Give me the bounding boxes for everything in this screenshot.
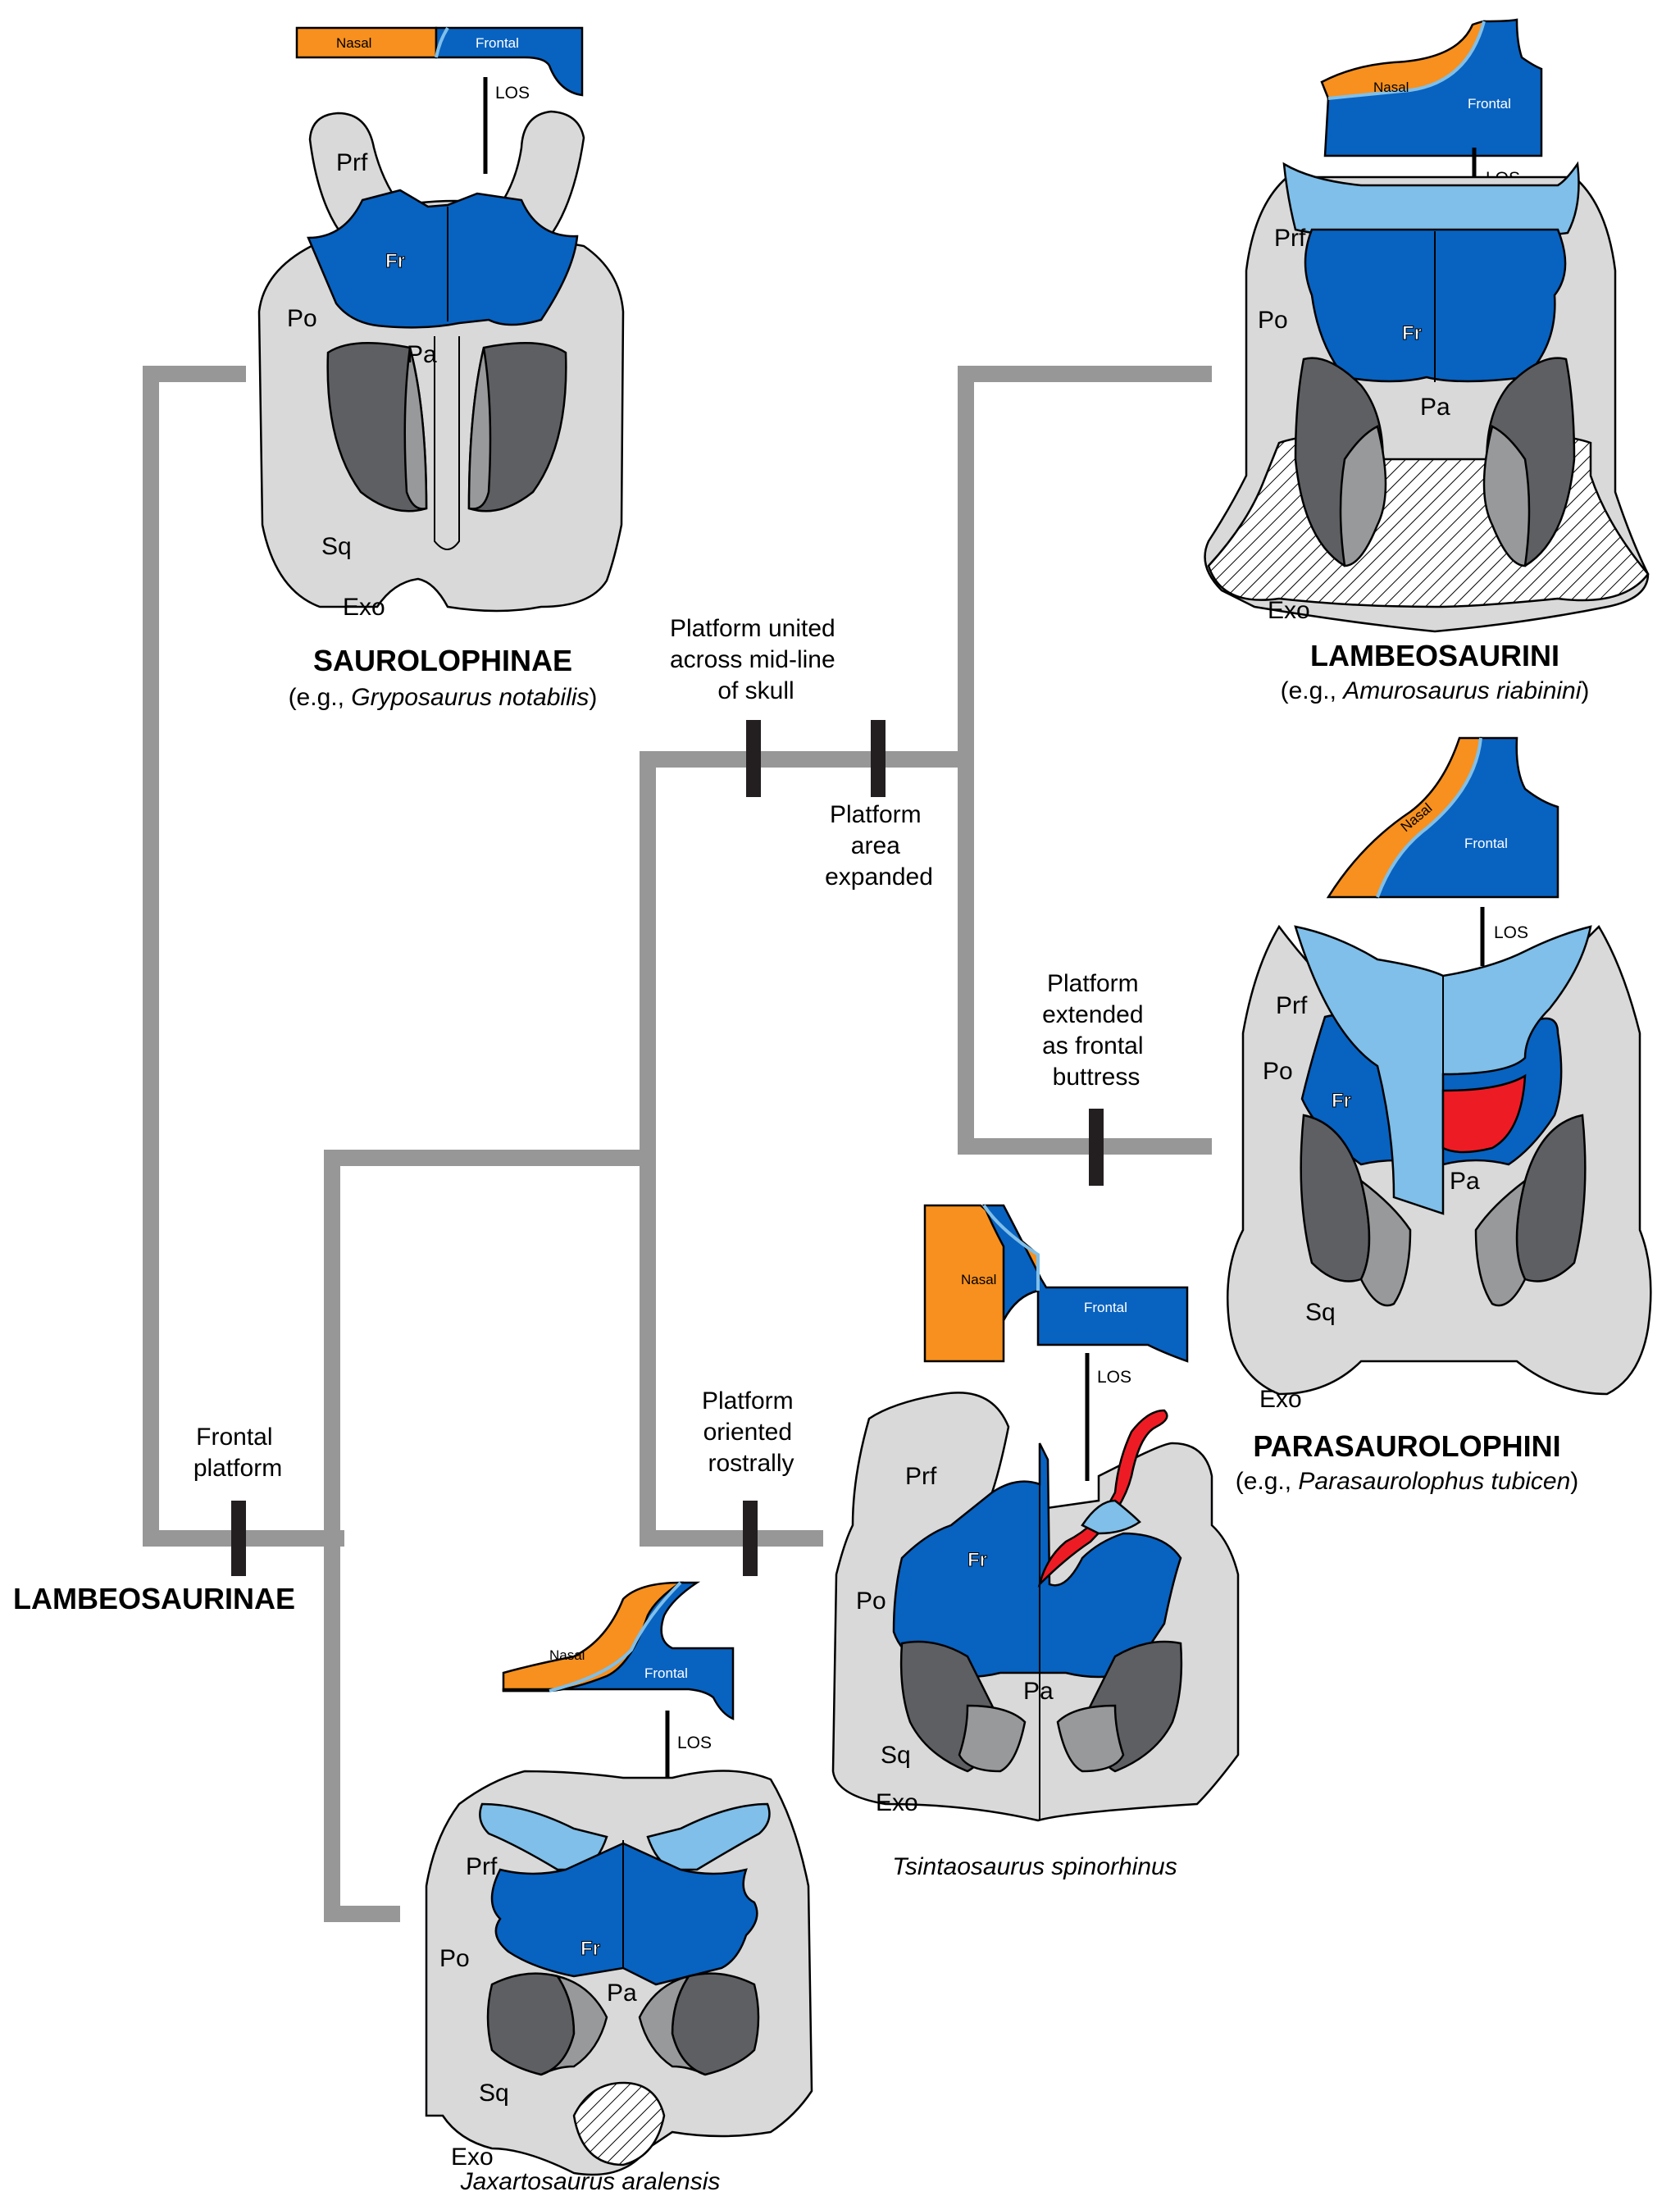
svg-text:Prf: Prf	[466, 1853, 498, 1880]
svg-text:Exo: Exo	[343, 594, 385, 621]
united-midline-label: Platform united across mid-line of skull	[670, 615, 842, 704]
svg-text:Exo: Exo	[451, 2144, 494, 2171]
svg-text:Sq: Sq	[881, 1742, 911, 1769]
svg-text:Nasal: Nasal	[1373, 80, 1409, 95]
svg-text:Pa: Pa	[1023, 1678, 1054, 1705]
svg-text:Po: Po	[439, 1945, 470, 1972]
svg-text:Pa: Pa	[1420, 394, 1450, 421]
gryposaurus-example: (e.g., Gryposaurus notabilis)	[289, 684, 598, 711]
svg-text:LOS: LOS	[495, 84, 530, 103]
cladogram	[143, 366, 1212, 1922]
jaxartosaurus-example: Jaxartosaurus aralensis	[460, 2168, 721, 2195]
svg-text:Fr: Fr	[1402, 322, 1422, 344]
branch-parasaurolophini	[958, 759, 1212, 1155]
branch-crown-stem	[640, 751, 966, 1158]
svg-text:Pa: Pa	[1450, 1168, 1480, 1195]
gryposaurus-suture-profile: Nasal Frontal LOS	[295, 26, 584, 174]
jaxartosaurus-suture-profile: Nasal Frontal LOS	[502, 1581, 735, 1779]
svg-text:Frontal: Frontal	[1468, 96, 1511, 112]
svg-text:Nasal: Nasal	[336, 35, 371, 51]
character-labels: Frontal platform Platform oriented rostr…	[193, 615, 1150, 1482]
tsintaosaurus-skull: Fr Prf Po Pa Sq Exo	[831, 1392, 1240, 1822]
amurosaurus-skull: Fr Prf Po Pa Exo	[1204, 161, 1650, 633]
svg-text:Sq: Sq	[321, 533, 352, 560]
tsintaosaurus-example: Tsintaosaurus spinorhinus	[892, 1853, 1177, 1880]
frontal-platform-label: Frontal platform	[193, 1424, 282, 1482]
lambeosaurinae-label: LAMBEOSAURINAE	[13, 1582, 295, 1615]
parasaurolophus-suture-profile: Nasal Frontal LOS	[1326, 736, 1559, 966]
svg-text:Exo: Exo	[1268, 597, 1310, 624]
gryposaurus-skull: Fr Po Prf Pa Sq Exo	[257, 110, 625, 621]
tsintaosaurus-suture-profile: Nasal Frontal LOS	[923, 1204, 1189, 1481]
parasaurolophini-label: PARASAUROLOPHINI	[1253, 1429, 1560, 1463]
svg-text:LOS: LOS	[677, 1734, 712, 1752]
svg-text:Fr: Fr	[385, 250, 405, 272]
tick-area-expanded	[871, 720, 886, 797]
parasaurolophus-skull: Fr Prf Po Pa Sq Exo	[1227, 924, 1652, 1413]
svg-text:Prf: Prf	[336, 149, 368, 176]
svg-text:Fr: Fr	[967, 1549, 987, 1571]
svg-text:LOS: LOS	[1494, 923, 1528, 942]
svg-text:Po: Po	[1258, 307, 1288, 334]
svg-text:Frontal: Frontal	[1464, 836, 1508, 851]
tsintaosaurus-skull-group: Nasal Frontal LOS Fr Prf Po Pa Sq Exo Ts…	[831, 1204, 1240, 1880]
svg-text:Exo: Exo	[876, 1789, 918, 1816]
branch-lambeosaurini	[958, 366, 1212, 759]
svg-text:Frontal: Frontal	[644, 1665, 688, 1681]
svg-text:LOS: LOS	[1097, 1368, 1131, 1387]
svg-text:Nasal: Nasal	[961, 1272, 996, 1287]
branch-lambeosaurinae-stem	[324, 1150, 648, 1538]
svg-text:Po: Po	[287, 305, 317, 332]
tick-frontal-platform	[231, 1501, 246, 1576]
svg-text:Nasal: Nasal	[549, 1647, 585, 1663]
lambeosaurini-label: LAMBEOSAURINI	[1310, 639, 1559, 672]
character-ticks	[231, 720, 1104, 1576]
svg-text:Po: Po	[856, 1588, 886, 1615]
svg-text:Prf: Prf	[905, 1463, 937, 1490]
svg-text:Pa: Pa	[407, 341, 437, 368]
svg-text:Prf: Prf	[1274, 225, 1306, 252]
amurosaurus-example: (e.g., Amurosaurus riabinini)	[1281, 677, 1590, 704]
svg-text:Sq: Sq	[479, 2080, 509, 2107]
amurosaurus-skull-group: Nasal Frontal LOS Fr Prf Po Pa Exo LAMBE…	[1204, 18, 1650, 704]
parasaurolophus-example: (e.g., Parasaurolophus tubicen)	[1236, 1468, 1579, 1495]
svg-text:Exo: Exo	[1259, 1386, 1302, 1413]
branch-saurolophinae	[143, 366, 344, 1547]
svg-text:Prf: Prf	[1276, 992, 1308, 1019]
svg-text:Pa: Pa	[607, 1980, 637, 2007]
tick-united-midline	[746, 720, 761, 797]
parasaurolophus-skull-group: Nasal Frontal LOS Fr Prf Po Pa Sq Exo PA…	[1227, 736, 1652, 1495]
svg-text:Frontal: Frontal	[1084, 1300, 1127, 1315]
jaxartosaurus-skull: Fr Prf Po Pa Sq Exo	[425, 1770, 813, 2176]
svg-text:Fr: Fr	[1332, 1090, 1351, 1112]
saurolophinae-label: SAUROLOPHINAE	[313, 644, 572, 677]
svg-text:Po: Po	[1263, 1058, 1293, 1085]
svg-text:Sq: Sq	[1305, 1299, 1336, 1326]
tick-frontal-buttress	[1089, 1109, 1104, 1186]
svg-text:Frontal: Frontal	[476, 35, 519, 51]
frontal-buttress-label: Platform extended as frontal buttress	[1042, 970, 1150, 1091]
branch-jaxartosaurus	[324, 1538, 400, 1922]
svg-text:Fr: Fr	[580, 1938, 600, 1960]
branch-tsintaosaurus-node	[640, 1158, 823, 1547]
gryposaurus-skull-group: Nasal Frontal LOS Fr Po Prf Pa Sq Exo SA…	[257, 26, 625, 711]
area-expanded-label: Platform area expanded	[825, 801, 933, 891]
tick-oriented-rostrally	[743, 1501, 758, 1576]
oriented-rostrally-label: Platform oriented rostrally	[702, 1387, 800, 1477]
jaxartosaurus-skull-group: Nasal Frontal LOS Fr Prf Po Pa Sq Exo Ja…	[425, 1581, 813, 2195]
